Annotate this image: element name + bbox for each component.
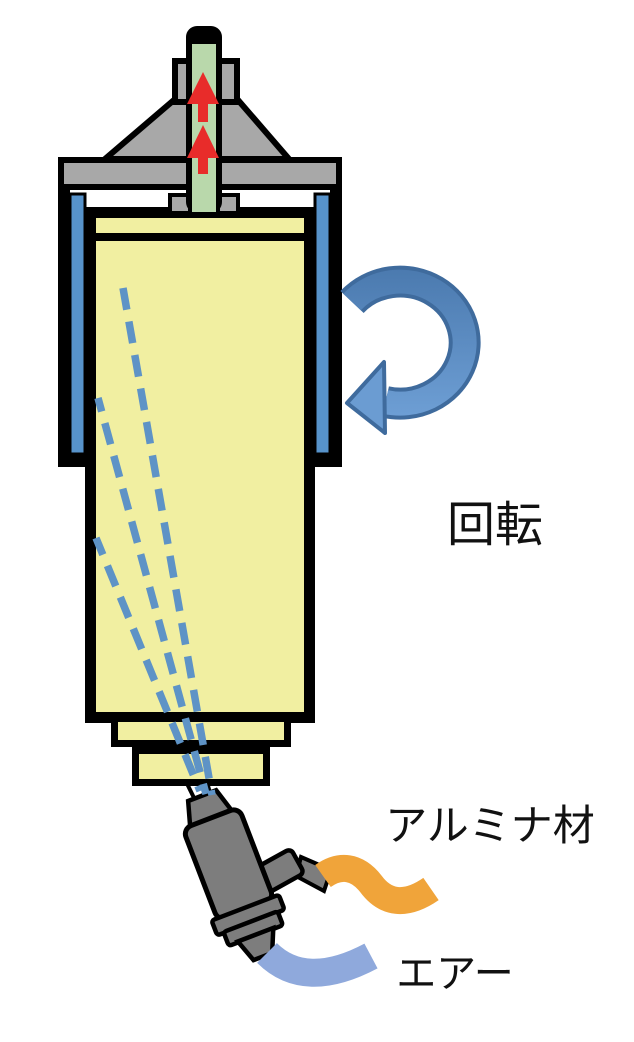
air-label: エアー: [396, 951, 514, 996]
up-arrow-icon: [187, 125, 219, 174]
vessel-lid-divider: [96, 233, 304, 241]
bottom-step-2: [132, 747, 270, 786]
spray-trajectory-lines: [92, 287, 216, 796]
outer-shell: [58, 190, 342, 467]
rotation-label: 回転: [447, 499, 543, 552]
alumina-label: アルミナ材: [385, 804, 595, 850]
rotating-vessel: [85, 193, 315, 723]
trajectory-line: [92, 536, 204, 793]
up-arrow-icon: [187, 72, 219, 122]
shell-cap-right: [313, 452, 342, 467]
extraction-rod: [186, 26, 222, 213]
air-feed-ribbon: [257, 942, 378, 987]
bearing-bar-right: [313, 192, 332, 456]
vessel-body: [96, 218, 304, 712]
trajectory-line: [119, 287, 216, 796]
trajectory-line: [94, 397, 210, 795]
shell-cap-left: [58, 452, 87, 467]
alumina-feed-ribbon: [315, 855, 439, 915]
rotation-arrow-icon: [340, 265, 481, 435]
shell-wall-left: [58, 190, 70, 467]
shell-wall-right: [330, 190, 342, 467]
spray-gun: [178, 761, 334, 963]
bearing-bar-left: [68, 192, 87, 456]
